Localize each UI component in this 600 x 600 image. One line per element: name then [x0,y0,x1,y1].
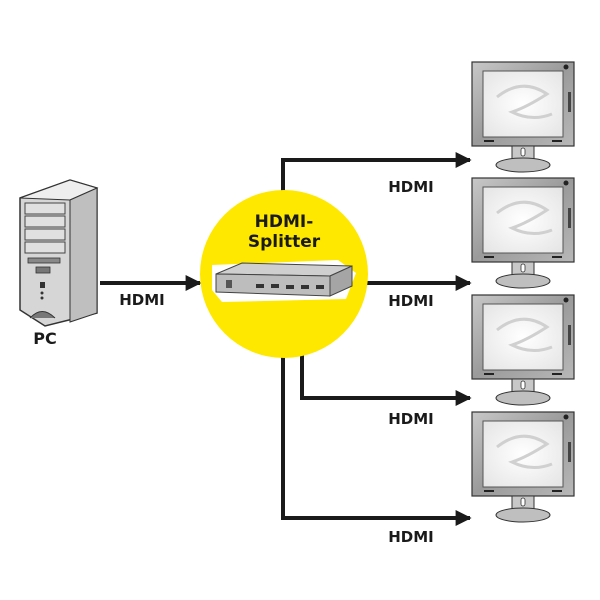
output-cable-4 [281,355,472,526]
monitor-icon [471,61,575,173]
splitter-label-line1: HDMI- [255,212,314,232]
output-cable-1 [281,152,472,195]
monitor-icon [471,411,575,523]
monitor-icon [471,177,575,289]
splitter-label-line2: Splitter [248,232,321,252]
hdmi-splitter-device-icon [212,260,356,302]
output-2-hdmi-label: HDMI [388,292,434,310]
output-4-hdmi-label: HDMI [388,528,434,546]
output-cable-3 [300,350,472,406]
output-3-hdmi-label: HDMI [388,410,434,428]
pc-hdmi-label: HDMI [119,291,165,309]
monitors [471,61,575,523]
monitor-icon [471,294,575,406]
output-cables [281,152,472,526]
pc-tower-icon [19,179,99,327]
output-1-hdmi-label: HDMI [388,178,434,196]
pc-label: PC [33,329,56,348]
